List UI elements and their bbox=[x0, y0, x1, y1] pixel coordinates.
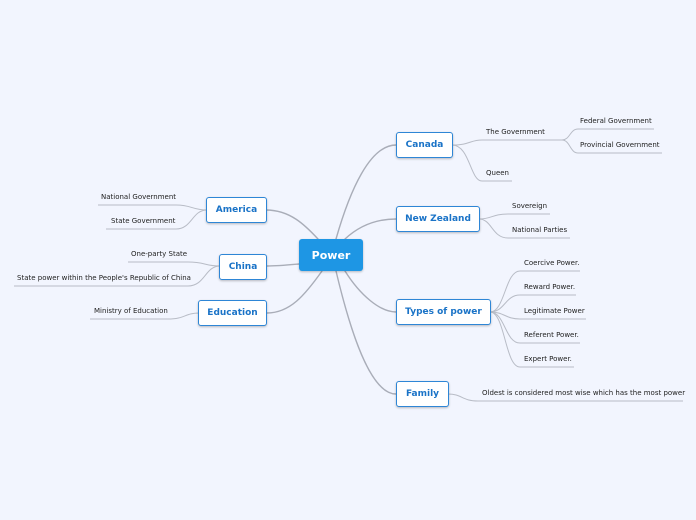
subtopic-state-power-prc[interactable]: State power within the People's Republic… bbox=[17, 274, 191, 282]
branch-node-canada[interactable]: Canada bbox=[396, 132, 453, 158]
branch-node-new-zealand[interactable]: New Zealand bbox=[396, 206, 480, 232]
subtopic-reward-power[interactable]: Reward Power. bbox=[524, 283, 576, 291]
branch-node-china[interactable]: China bbox=[219, 254, 267, 280]
subtopic-legitimate-power[interactable]: Legitimate Power bbox=[524, 307, 585, 315]
subtopic-national-government[interactable]: National Government bbox=[101, 193, 177, 201]
connector-root-america bbox=[265, 209, 319, 240]
root-node-power[interactable]: Power bbox=[299, 239, 363, 271]
branch-label-new-zealand: New Zealand bbox=[405, 214, 471, 224]
connector-root-newzealand bbox=[344, 218, 397, 240]
branch-node-family[interactable]: Family bbox=[396, 381, 449, 407]
subtopic-queen[interactable]: Queen bbox=[486, 169, 509, 177]
connector-root-education bbox=[266, 270, 323, 314]
connector-root-canada bbox=[335, 144, 397, 240]
subtopic-referent-power[interactable]: Referent Power. bbox=[524, 331, 579, 339]
subtopic-oldest-wise[interactable]: Oldest is considered most wise which has… bbox=[482, 389, 686, 397]
branch-label-america: America bbox=[215, 205, 258, 215]
subtopic-sovereign[interactable]: Sovereign bbox=[512, 202, 548, 210]
subtopic-federal-government[interactable]: Federal Government bbox=[580, 117, 652, 125]
subtopic-the-government[interactable]: The Government bbox=[486, 128, 545, 136]
connector-root-china bbox=[266, 263, 300, 267]
branch-label-china: China bbox=[228, 262, 258, 272]
branch-label-education: Education bbox=[207, 308, 258, 318]
subtopic-state-government[interactable]: State Government bbox=[111, 217, 176, 225]
subtopic-national-parties[interactable]: National Parties bbox=[512, 226, 568, 234]
branch-label-types-of-power: Types of power bbox=[405, 307, 482, 317]
subtopic-provincial-government[interactable]: Provincial Government bbox=[580, 141, 660, 149]
branch-node-education[interactable]: Education bbox=[198, 300, 267, 326]
branch-label-canada: Canada bbox=[405, 140, 444, 150]
subtopic-ministry-of-education[interactable]: Ministry of Education bbox=[94, 307, 168, 315]
root-node-label: Power bbox=[311, 248, 351, 262]
branch-node-america[interactable]: America bbox=[206, 197, 267, 223]
connector-root-types bbox=[344, 270, 397, 313]
branch-node-types-of-power[interactable]: Types of power bbox=[396, 299, 491, 325]
subtopic-expert-power[interactable]: Expert Power. bbox=[524, 355, 572, 363]
branch-label-family: Family bbox=[405, 389, 440, 399]
subtopic-one-party-state[interactable]: One-party State bbox=[131, 250, 188, 258]
subtopic-coercive-power[interactable]: Coercive Power. bbox=[524, 259, 580, 267]
connector-root-family bbox=[335, 270, 397, 395]
